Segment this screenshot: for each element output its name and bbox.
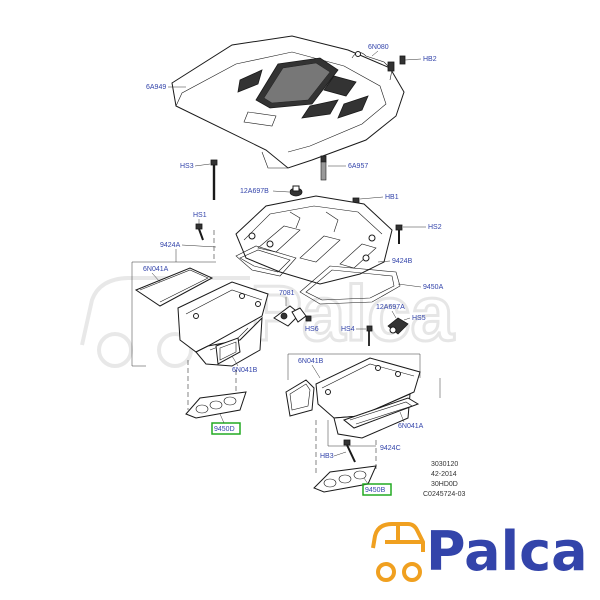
label-6n041a: 6N041A [143,266,169,273]
insulator-6n041a [134,267,214,307]
label-12a697a: 12A697A [376,304,405,311]
reference-line-3: 30HD0D [431,481,458,488]
bolt-hs3 [210,159,218,200]
label-hs1: HS1 [193,212,207,219]
label-hs6: HS6 [305,326,319,333]
intake-manifold-upper [235,195,393,285]
gasket-9450a [299,265,401,305]
reference-block: 3030120 42-2014 30HD0D C0245724-03 [423,461,466,498]
reference-line-2: 42-2014 [431,471,457,478]
insulator-6n041b-right [285,379,315,417]
clip-part [351,51,395,81]
van-wheel-icon [376,562,396,582]
label-9424b: 9424B [392,258,413,265]
engine-cover [171,35,405,169]
watermark-wheel-icon [157,332,193,368]
van-wheel-icon [402,562,422,582]
label-hb1: HB1 [385,194,399,201]
label-hs3: HS3 [180,163,194,170]
label-6n041b-2: 6N041B [298,358,324,365]
label-6a957: 6A957 [348,163,368,170]
watermark-wheel-icon [97,332,133,368]
watermark-van-outline [80,276,250,346]
valve-12a697b [289,185,303,197]
label-9424a: 9424A [160,242,181,249]
insulator-strip-6n041a [342,397,420,429]
reference-line-1: 3030120 [431,461,458,468]
actuator-7081 [273,305,307,327]
gasket-upper-left [235,245,297,277]
sensor-12a697a [387,317,409,335]
label-6n041b: 6N041B [232,367,258,374]
palca-logo: Palca [371,520,588,583]
label-6a949: 6A949 [146,84,166,91]
label-6n080: 6N080 [368,44,389,51]
label-hs4: HS4 [341,326,355,333]
highlight-9450d [211,422,241,435]
label-9450a: 9450A [423,284,444,291]
label-12a697b: 12A697B [240,188,269,195]
label-hs5: HS5 [412,315,426,322]
label-9450b: 9450B [365,487,386,494]
stud-6a957 [320,155,327,181]
gasket-9450d [185,391,247,419]
lower-manifold-left [177,281,269,367]
insulator-6n041b [215,337,241,365]
watermark: Palca [80,268,456,368]
van-icon [371,522,425,582]
label-9424c: 9424C [380,445,401,452]
highlight-9450b [362,483,392,496]
label-9450d: 9450D [214,426,235,433]
label-hb3: HB3 [320,453,334,460]
reference-line-4: C0245724-03 [423,491,466,498]
gasket-9450b [313,465,377,493]
label-7081: 7081 [279,290,295,297]
label-hb2: HB2 [423,56,437,63]
brand-name: Palca [426,520,588,583]
bolt-hb3 [343,439,356,463]
label-hs2: HS2 [428,224,442,231]
label-6n041a-2: 6N041A [398,423,424,430]
